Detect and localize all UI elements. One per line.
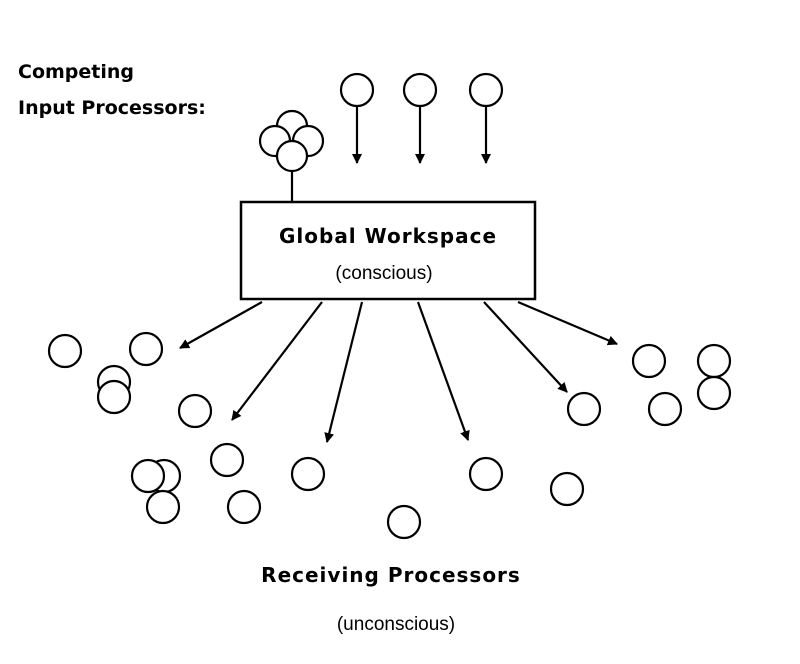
receiving-processor — [631, 343, 667, 379]
receiving-processor — [226, 489, 262, 525]
receiving-processor — [128, 331, 164, 367]
input-processors — [258, 72, 504, 173]
input-processor — [402, 72, 438, 108]
input-processor — [339, 72, 375, 108]
receiving-title: Receiving Processors — [261, 563, 521, 587]
input-arrows — [287, 106, 491, 213]
receiving-processor — [468, 456, 504, 492]
input-processor-cluster — [258, 109, 325, 173]
workspace-title: Global Workspace — [279, 224, 497, 248]
input-processors-label-line1: Competing — [18, 61, 134, 83]
receiving-processors — [47, 331, 732, 540]
receiving-processor — [177, 393, 213, 429]
receiving-processor — [145, 489, 181, 525]
receiving-processor — [209, 442, 245, 478]
receiving-processor — [130, 458, 166, 494]
broadcast-arrow — [517, 300, 618, 346]
receiving-processor — [96, 379, 132, 415]
broadcast-arrows — [179, 300, 618, 443]
receiving-processor — [290, 456, 326, 492]
broadcast-arrow — [483, 301, 568, 393]
input-processors-label-line2: Input Processors: — [18, 97, 206, 119]
broadcast-arrow — [416, 301, 470, 441]
broadcast-arrow — [179, 301, 263, 349]
receiving-processor — [549, 471, 585, 507]
receiving-processor — [647, 391, 683, 427]
receiving-processor — [696, 375, 732, 411]
receiving-processor — [47, 333, 83, 369]
receiving-subtitle: (unconscious) — [337, 614, 455, 635]
broadcast-arrow — [231, 301, 323, 421]
receiving-processor — [696, 343, 732, 379]
input-processor — [468, 72, 504, 108]
broadcast-arrow — [324, 301, 364, 443]
workspace-subtitle: (conscious) — [335, 263, 432, 284]
receiving-processor — [566, 391, 602, 427]
receiving-processor — [386, 504, 422, 540]
global-workspace-box: Global Workspace (conscious) — [239, 200, 537, 301]
